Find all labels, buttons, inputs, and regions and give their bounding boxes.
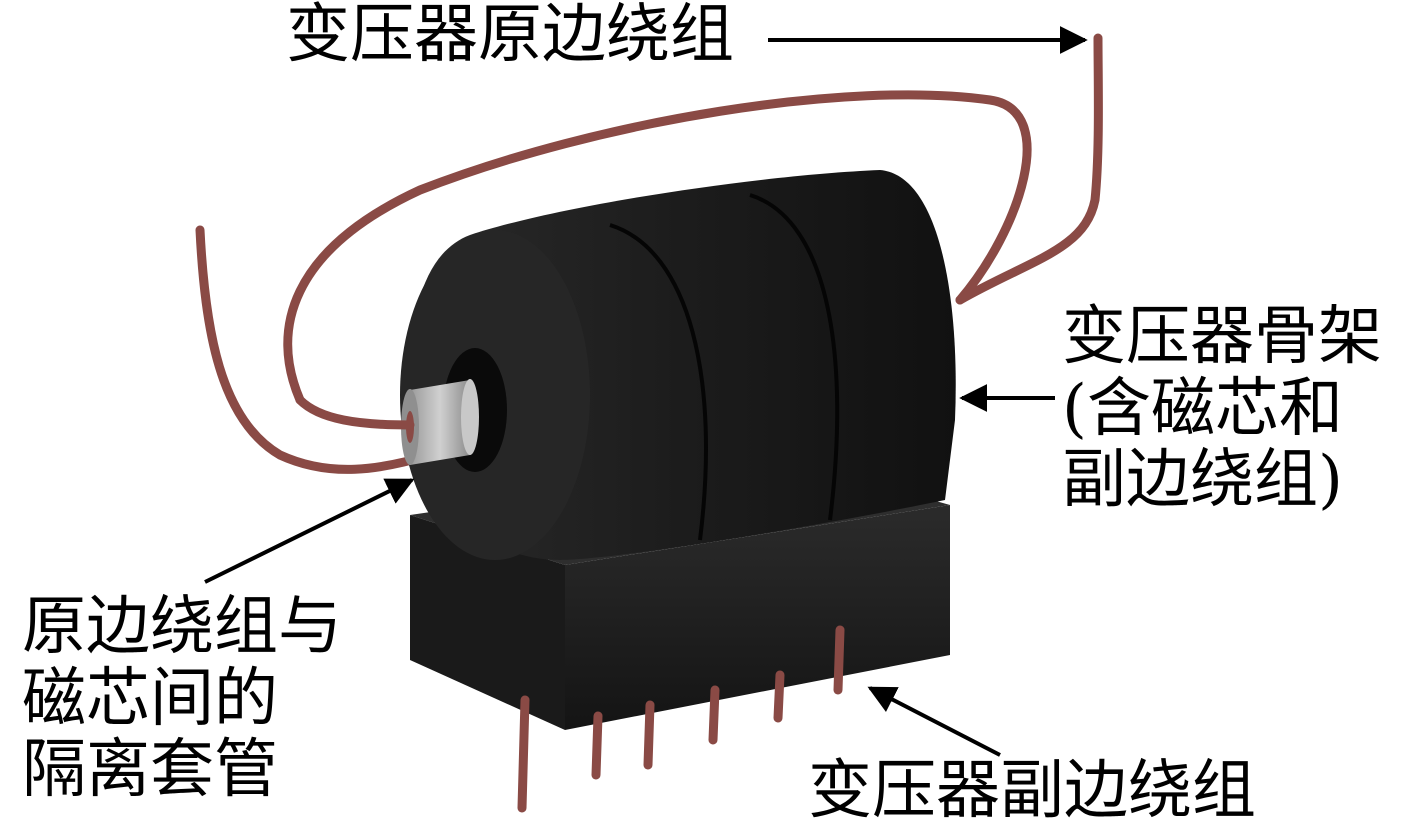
arrow-secondary bbox=[867, 686, 1001, 757]
label-bobbin-line-1: 变压器骨架 bbox=[1062, 300, 1382, 374]
label-sleeve: 原边绕组与 磁芯间的 隔离套管 bbox=[22, 590, 342, 808]
label-bobbin-line-2: (含磁芯和 bbox=[1062, 371, 1343, 446]
bobbin-cylinder bbox=[400, 170, 956, 560]
label-bobbin: 变压器骨架 (含磁芯和 副边绕组) bbox=[1062, 300, 1382, 518]
label-sleeve-line-2: 磁芯间的 bbox=[22, 661, 278, 736]
isolation-sleeve bbox=[401, 379, 479, 465]
primary-wire-front bbox=[295, 395, 415, 430]
pin-4 bbox=[708, 685, 720, 745]
arrow-sleeve bbox=[204, 478, 415, 584]
label-sleeve-line-3: 隔离套管 bbox=[22, 733, 278, 808]
pin-2 bbox=[591, 711, 603, 780]
primary-wire-lead bbox=[955, 33, 1103, 305]
secondary-pins bbox=[517, 625, 845, 813]
label-secondary-winding-text: 变压器副边绕组 bbox=[808, 754, 1256, 828]
label-primary-winding: 变压器原边绕组 bbox=[286, 0, 734, 72]
pin-6 bbox=[833, 625, 845, 695]
pin-3 bbox=[643, 700, 655, 770]
label-primary-winding-text: 变压器原边绕组 bbox=[286, 0, 734, 72]
label-bobbin-line-3: 副边绕组) bbox=[1062, 443, 1343, 518]
primary-wire-loop bbox=[283, 90, 1032, 405]
label-secondary-winding: 变压器副边绕组 bbox=[808, 754, 1256, 828]
label-sleeve-line-1: 原边绕组与 bbox=[22, 590, 342, 664]
section-divider-1 bbox=[609, 223, 708, 541]
pin-1 bbox=[517, 695, 530, 813]
section-divider-2 bbox=[749, 193, 840, 521]
pin-5 bbox=[773, 670, 785, 723]
primary-wire-back bbox=[195, 225, 435, 474]
